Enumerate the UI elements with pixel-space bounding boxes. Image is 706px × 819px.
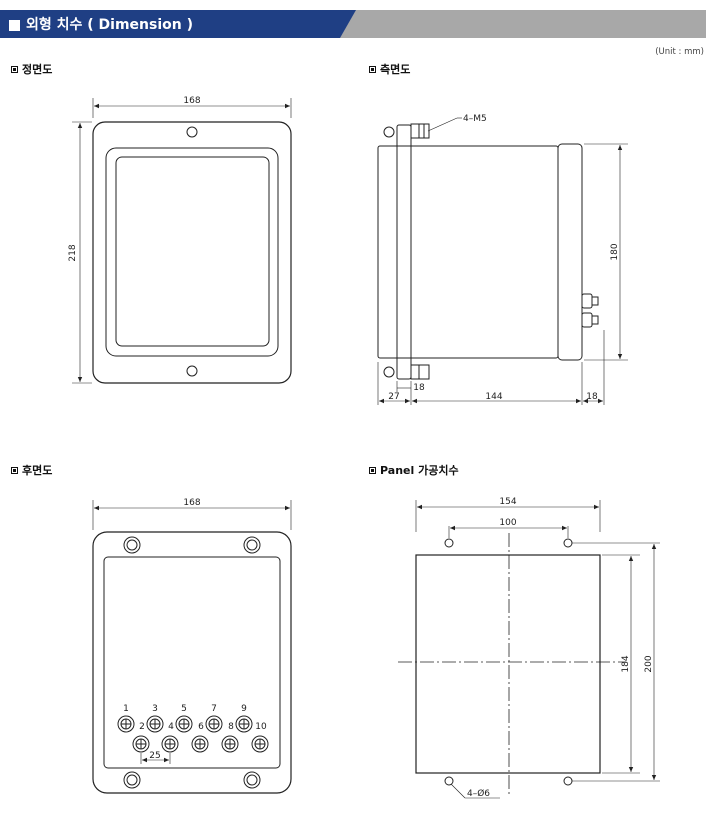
terminal-label-9: 9 — [241, 704, 247, 714]
terminal-label-3: 3 — [152, 704, 158, 714]
panel-hole-label: 4–Ø6 — [467, 788, 490, 799]
side-view: 4–M5 180 18 27 144 18 — [377, 114, 628, 405]
front-bezel — [105, 147, 279, 357]
side-terminal-2 — [581, 312, 593, 328]
side-dim-18-top: 18 — [413, 383, 425, 393]
terminal-8 — [221, 735, 239, 753]
terminal-2 — [132, 735, 150, 753]
front-bottom-hole — [186, 365, 198, 377]
header-blue-band — [0, 10, 356, 38]
rear-mount-hole-br-inner — [246, 774, 258, 786]
side-screw-label: 4–M5 — [463, 114, 487, 124]
side-terminal-2-cap — [591, 315, 599, 325]
section-title-rear: 후면도 — [11, 462, 52, 478]
panel-width-dim: 154 — [499, 497, 516, 507]
front-top-hole — [186, 126, 198, 138]
square-bullet-icon — [369, 65, 376, 73]
terminal-10 — [251, 735, 269, 753]
side-screw-nut-bottom — [410, 364, 430, 380]
square-bullet-icon — [11, 466, 18, 474]
terminal-label-4: 4 — [168, 722, 174, 732]
side-screw-head-top — [383, 126, 395, 138]
rear-inner-body — [103, 556, 281, 769]
section-title-panel-text: Panel 가공치수 — [380, 464, 459, 477]
side-terminal-1-cap — [591, 296, 599, 306]
panel-cutout-rect — [415, 554, 601, 774]
rear-view: 1 6 8 — [92, 498, 292, 794]
unit-note: (Unit : mm) — [655, 47, 704, 57]
terminal-row-top — [117, 715, 253, 733]
header-background — [0, 10, 706, 38]
section-title-panel: Panel 가공치수 — [369, 462, 459, 478]
side-dim-18-right: 18 — [586, 392, 598, 402]
terminal-4 — [161, 735, 179, 753]
rear-mount-hole-tr — [243, 536, 261, 554]
side-terminal-1 — [581, 293, 593, 309]
terminal-label-7: 7 — [211, 704, 217, 714]
terminal-1 — [117, 715, 135, 733]
terminal-3 — [146, 715, 164, 733]
terminal-7 — [205, 715, 223, 733]
section-title-rear-text: 후면도 — [22, 464, 53, 477]
panel-hole-pitch: 100 — [499, 518, 516, 528]
terminal-label-1: 1 — [123, 704, 129, 714]
side-body — [377, 145, 559, 359]
section-title-front: 정면도 — [11, 61, 52, 77]
rear-width-dim: 168 — [183, 498, 200, 508]
rear-mount-hole-tl — [123, 536, 141, 554]
terminal-row-bottom — [132, 735, 269, 753]
side-dim-144: 144 — [485, 392, 502, 402]
panel-hole-tl — [444, 538, 454, 548]
terminal-label-2: 2 — [139, 722, 145, 732]
side-panel-plate — [396, 124, 412, 380]
rear-mount-hole-bl-inner — [126, 774, 138, 786]
rear-outer-frame — [92, 531, 292, 794]
section-title-side: 측면도 — [369, 61, 410, 77]
front-window — [115, 156, 270, 347]
side-screw-leader — [427, 117, 458, 132]
header-bar: 외형 치수 ( Dimension ) — [0, 10, 706, 38]
front-view: 168 218 — [68, 96, 292, 384]
terminal-label-10: 10 — [255, 722, 267, 732]
side-rear-flange — [557, 143, 583, 361]
panel-hole-br — [563, 776, 573, 786]
terminal-6 — [191, 735, 209, 753]
header-square-icon — [9, 19, 20, 31]
rear-pitch-dim: 25 — [149, 751, 160, 761]
front-height-dim: 218 — [68, 244, 78, 261]
header-title-text: 외형 치수 ( Dimension ) — [26, 17, 193, 33]
panel-hole-bl — [444, 776, 454, 786]
side-height-dim: 180 — [610, 243, 620, 260]
panel-hole-tr — [563, 538, 573, 548]
panel-height-inner: 184 — [621, 655, 631, 672]
section-title-front-text: 정면도 — [22, 63, 53, 76]
rear-mount-hole-tr-inner — [246, 539, 258, 551]
panel-cutout-view: 154 100 184 200 4–Ø6 — [398, 497, 660, 799]
panel-hole-leader — [450, 783, 466, 799]
rear-mount-hole-br — [243, 771, 261, 789]
terminal-label-6: 6 — [198, 722, 204, 732]
rear-mount-hole-tl-inner — [126, 539, 138, 551]
terminal-label-5: 5 — [181, 704, 187, 714]
square-bullet-icon — [369, 466, 376, 474]
square-bullet-icon — [11, 65, 18, 73]
header-title: 외형 치수 ( Dimension ) — [9, 15, 193, 35]
side-dim-27: 27 — [388, 392, 399, 402]
panel-height-outer: 200 — [644, 655, 654, 672]
rear-mount-hole-bl — [123, 771, 141, 789]
terminal-label-8: 8 — [228, 722, 234, 732]
terminal-5 — [175, 715, 193, 733]
section-title-side-text: 측면도 — [380, 63, 411, 76]
front-outer-frame — [92, 121, 292, 384]
terminal-9 — [235, 715, 253, 733]
side-screw-head-bottom — [383, 366, 395, 378]
side-screw-nut-top — [410, 123, 430, 139]
front-width-dim: 168 — [183, 96, 200, 106]
